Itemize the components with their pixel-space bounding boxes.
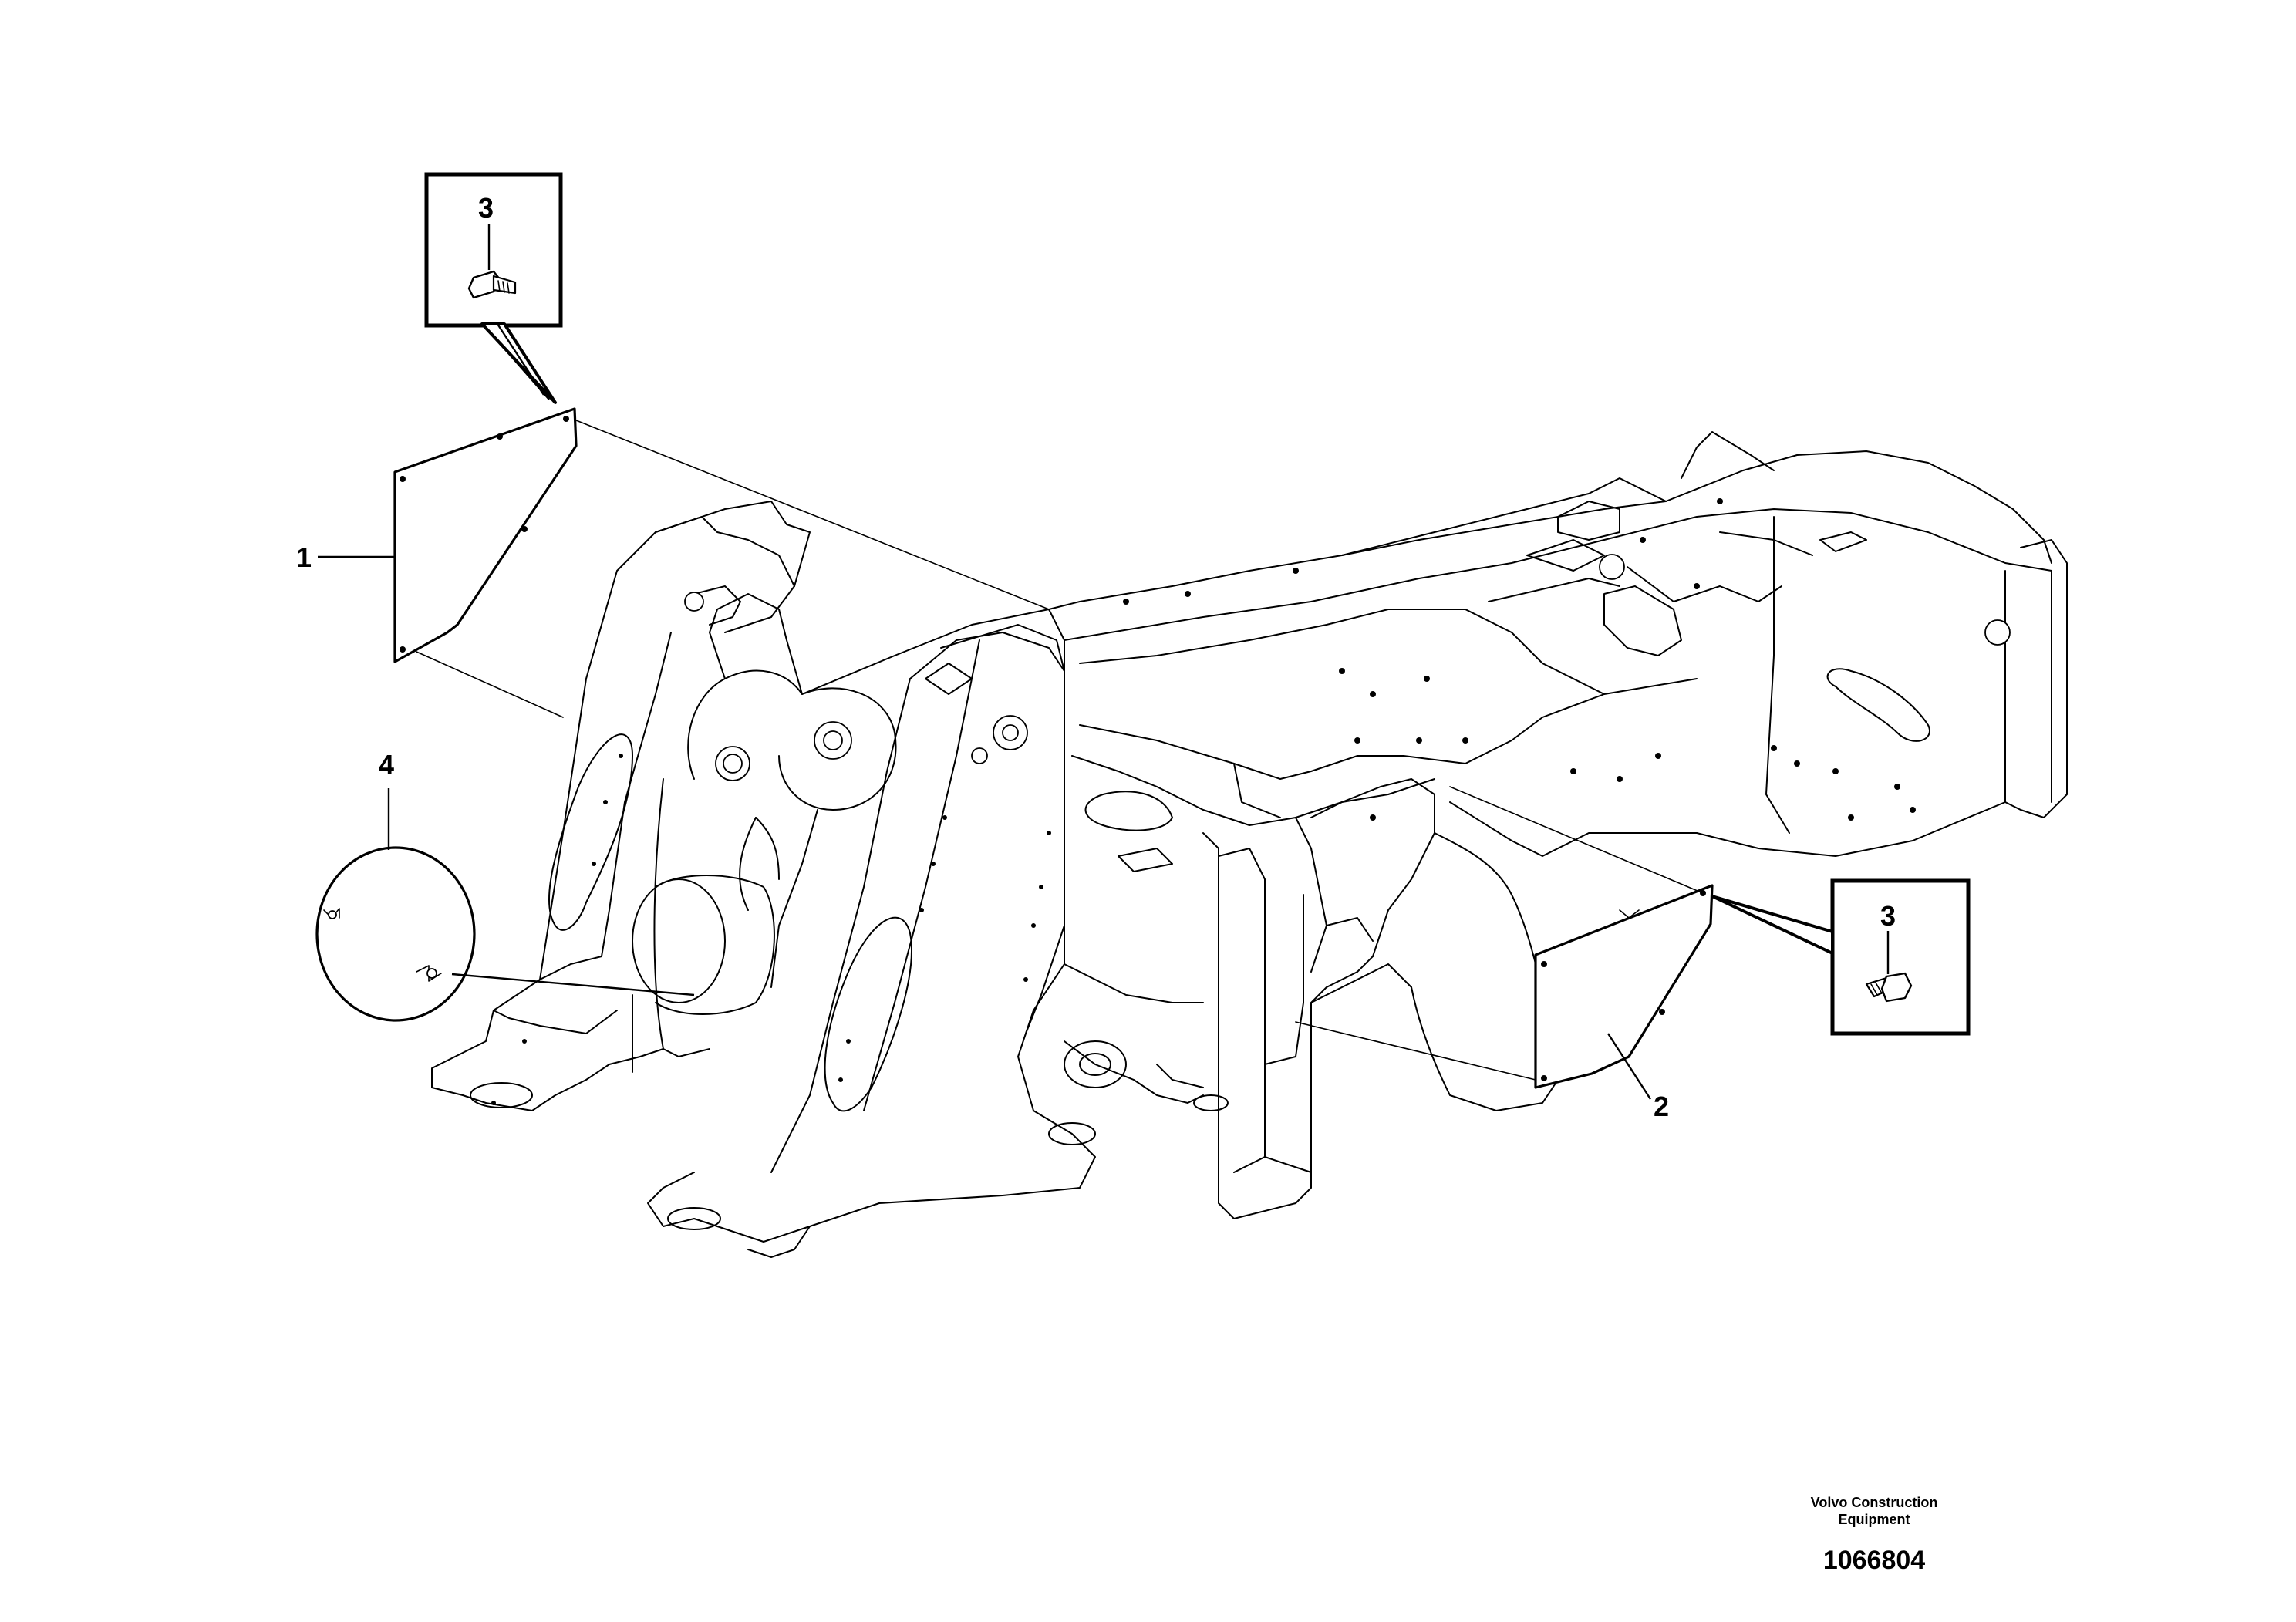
bolt-icon <box>467 224 517 299</box>
bolt-icon-lower <box>1865 931 1913 1003</box>
part-4-round-cover <box>315 846 695 1022</box>
callout-part-3-lower: 3 <box>1880 900 1896 932</box>
part-2-side-plate <box>1295 786 1714 1089</box>
callout-part-2: 2 <box>1654 1091 1669 1122</box>
brand-line-1: Volvo Construction <box>1810 1495 1938 1510</box>
front-frame <box>431 501 1096 1258</box>
brand-line-2: Equipment <box>1838 1512 1910 1527</box>
rear-frame <box>1048 431 2068 1219</box>
callout-part-4: 4 <box>379 749 394 781</box>
detail-box-lower <box>1711 878 1971 1036</box>
brand-label: Volvo Construction Equipment <box>1720 1494 2028 1528</box>
callout-part-3-upper: 3 <box>478 192 494 224</box>
document-number: 1066804 <box>1822 1546 1926 1575</box>
part-1-side-plate <box>393 407 1050 718</box>
detail-box-upper <box>424 172 563 404</box>
callout-part-1: 1 <box>296 541 312 573</box>
callout-leaders <box>318 555 1652 1100</box>
